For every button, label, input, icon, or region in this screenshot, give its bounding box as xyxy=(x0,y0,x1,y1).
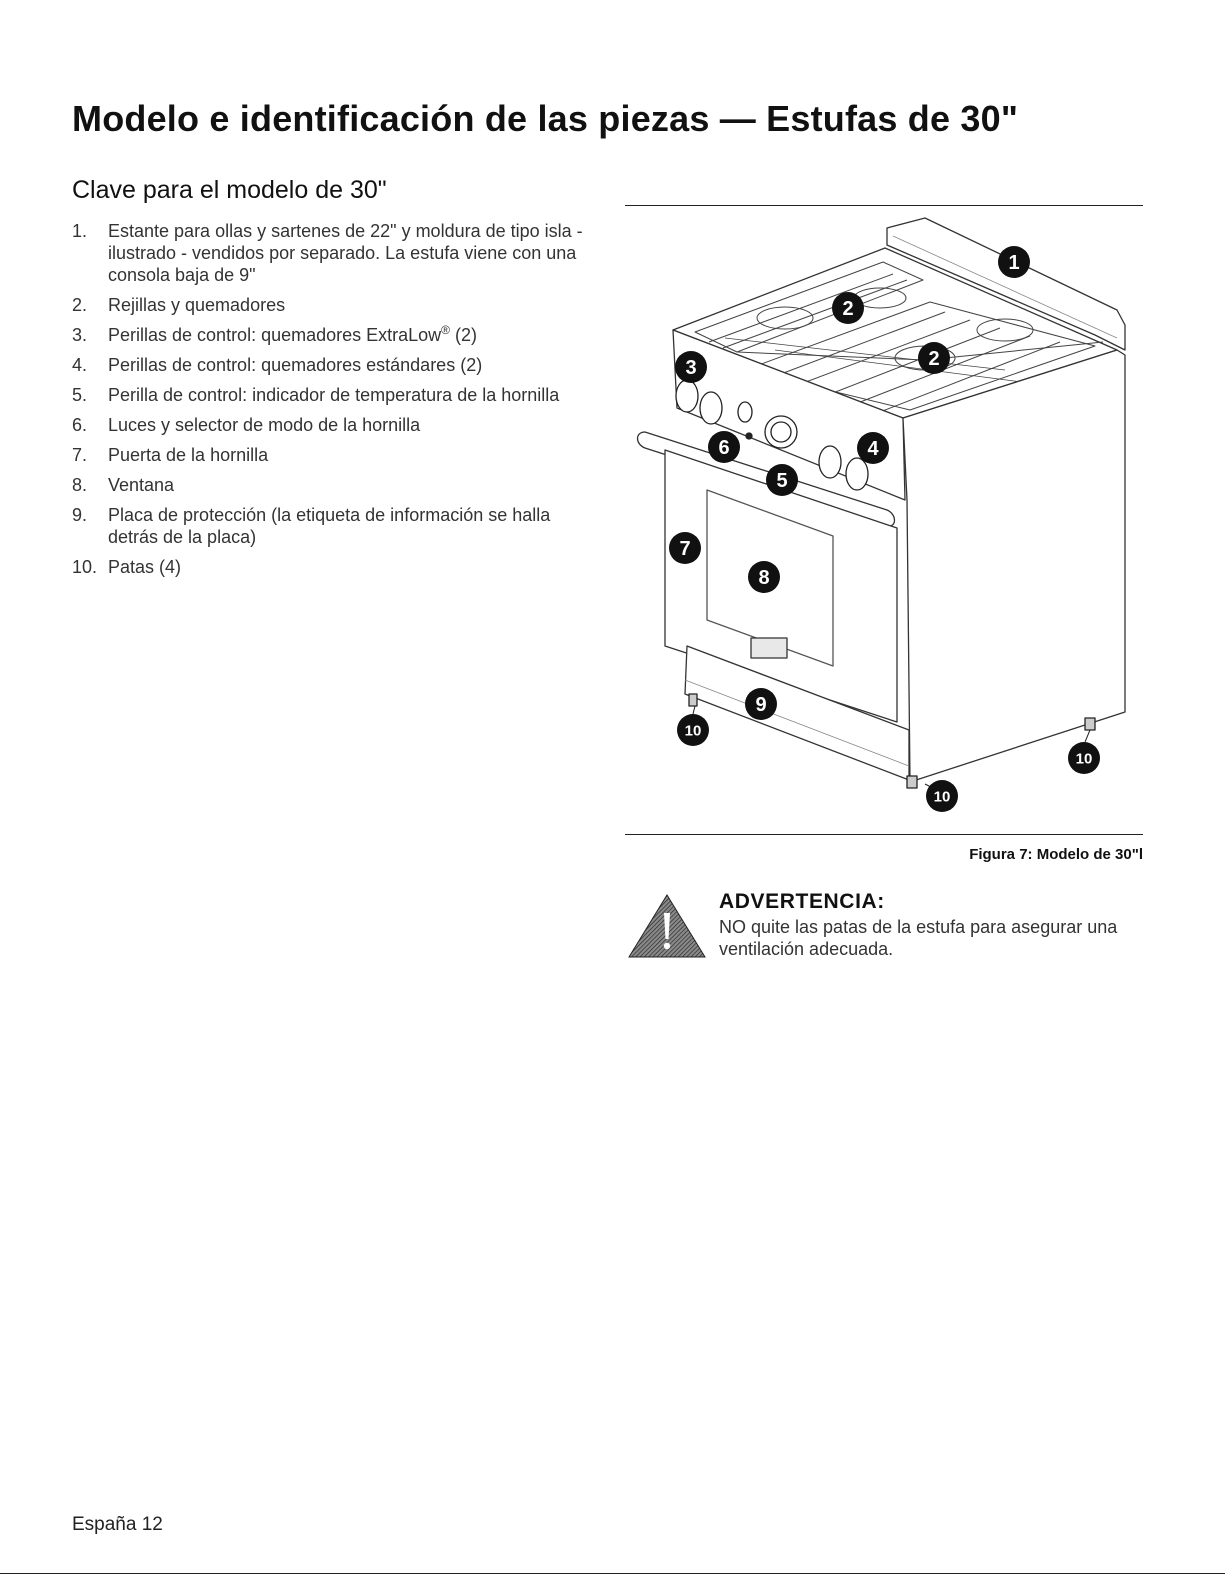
item-number: 6. xyxy=(72,415,88,435)
callout-10b: 10 xyxy=(926,780,958,812)
item-text: Perillas de control: quemadores ExtraLow xyxy=(108,325,442,345)
registered-mark: ® xyxy=(441,323,451,337)
item-text-suffix: (2) xyxy=(450,325,478,345)
callout-6: 6 xyxy=(708,431,740,463)
section-heading: Clave para el modelo de 30" xyxy=(72,176,387,204)
item-number: 2. xyxy=(72,295,88,315)
item-text: Luces y selector de modo de la hornilla xyxy=(108,415,421,435)
list-item: 7. Puerta de la hornilla xyxy=(72,444,597,466)
callout-3: 3 xyxy=(675,351,707,383)
callout-9: 9 xyxy=(745,688,777,720)
item-text: Estante para ollas y sartenes de 22" y m… xyxy=(108,221,583,285)
item-text: Rejillas y quemadores xyxy=(108,295,286,315)
svg-text:6: 6 xyxy=(718,437,729,459)
figure-caption: Figura 7: Modelo de 30"l xyxy=(969,846,1143,863)
svg-text:10: 10 xyxy=(685,723,702,740)
page-footer: España 12 xyxy=(72,1514,163,1535)
list-item: 8. Ventana xyxy=(72,474,597,496)
figure-bottom-rule xyxy=(625,834,1143,835)
callout-10a: 10 xyxy=(677,714,709,746)
item-number: 3. xyxy=(72,325,88,345)
callout-2b: 2 xyxy=(918,342,950,374)
parts-key-list: 1. Estante para ollas y sartenes de 22" y… xyxy=(72,220,597,586)
item-number: 8. xyxy=(72,475,88,495)
footer-rule xyxy=(0,1573,1225,1574)
list-item: 4. Perillas de control: quemadores estánd… xyxy=(72,354,597,376)
item-text: Ventana xyxy=(108,475,175,495)
list-item: 9. Placa de protección (la etiqueta de in… xyxy=(72,504,597,548)
list-item: 10. Patas (4) xyxy=(72,556,597,578)
callout-5: 5 xyxy=(766,464,798,496)
item-number: 4. xyxy=(72,355,88,375)
svg-text:10: 10 xyxy=(1076,751,1093,768)
warning-text: NO quite las patas de la estufa para ase… xyxy=(719,917,1118,959)
list-item: 1. Estante para ollas y sartenes de 22" y… xyxy=(72,220,597,286)
svg-text:5: 5 xyxy=(776,470,787,492)
list-item: 3. Perillas de control: quemadores ExtraL… xyxy=(72,324,597,346)
callout-7: 7 xyxy=(669,532,701,564)
svg-text:1: 1 xyxy=(1008,252,1019,274)
item-text: Perillas de control: quemadores estándar… xyxy=(108,355,483,375)
item-number: 1. xyxy=(72,221,88,241)
svg-text:9: 9 xyxy=(755,694,766,716)
svg-text:3: 3 xyxy=(685,357,696,379)
svg-text:10: 10 xyxy=(934,789,951,806)
item-number: 7. xyxy=(72,445,88,465)
callout-10c: 10 xyxy=(1068,742,1100,774)
item-number: 9. xyxy=(72,505,88,525)
page-title: Modelo e identificación de las piezas — … xyxy=(72,98,1019,139)
callout-8: 8 xyxy=(748,561,780,593)
warning-triangle-icon xyxy=(628,894,706,958)
list-item: 5. Perilla de control: indicador de tempe… xyxy=(72,384,597,406)
svg-text:2: 2 xyxy=(928,348,939,370)
range-illustration: 1 2 2 3 4 5 6 7 8 9 10 10 10 xyxy=(636,217,1126,812)
item-text: Placa de protección (la etiqueta de info… xyxy=(108,505,551,547)
item-text: Perilla de control: indicador de tempera… xyxy=(108,385,560,405)
warning-title: ADVERTENCIA: xyxy=(719,890,885,913)
callout-2a: 2 xyxy=(832,292,864,324)
callout-1: 1 xyxy=(998,246,1030,278)
list-item: 2. Rejillas y quemadores xyxy=(72,294,597,316)
figure-top-rule xyxy=(625,205,1143,206)
callout-4: 4 xyxy=(857,432,889,464)
item-text: Puerta de la hornilla xyxy=(108,445,269,465)
list-item: 6. Luces y selector de modo de la hornill… xyxy=(72,414,597,436)
svg-text:4: 4 xyxy=(867,438,879,460)
item-number: 5. xyxy=(72,385,88,405)
svg-text:2: 2 xyxy=(842,298,853,320)
svg-text:8: 8 xyxy=(758,567,769,589)
svg-text:7: 7 xyxy=(679,538,690,560)
item-number: 10. xyxy=(72,557,98,577)
item-text: Patas (4) xyxy=(108,557,182,577)
